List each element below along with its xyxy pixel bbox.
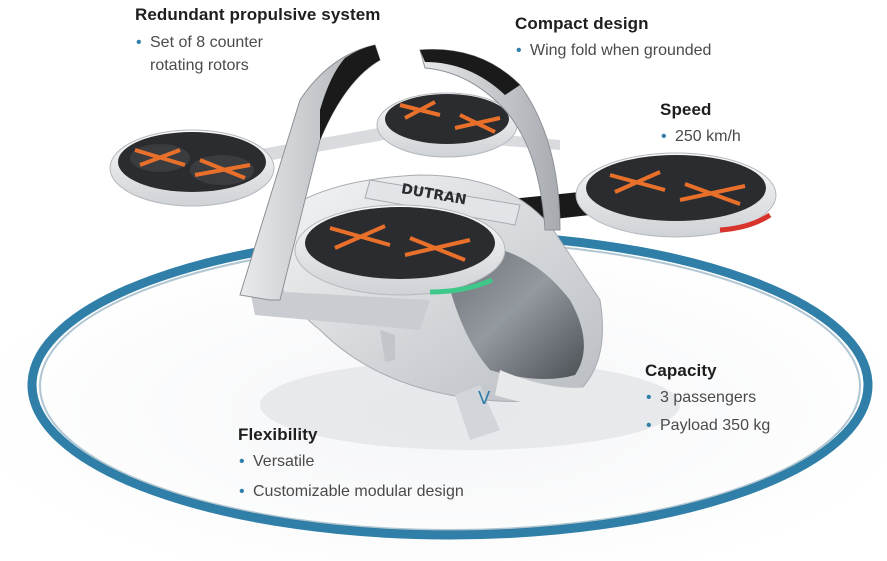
bullet-icon: • (136, 34, 142, 51)
rotor-pod-center-rear (376, 92, 518, 158)
list-item: •250 km/h (660, 126, 810, 148)
list-item: •Versatile (238, 451, 538, 473)
callout-list: •Versatile •Customizable modular design (238, 451, 538, 503)
callout-capacity: Capacity •3 passengers •Payload 350 kg (645, 361, 845, 443)
bullet-icon: • (646, 417, 652, 434)
nose-cone (495, 370, 600, 407)
bullet-icon: • (239, 483, 245, 500)
callout-flexibility: Flexibility •Versatile •Customizable mod… (238, 425, 538, 511)
side-wing (250, 290, 430, 330)
list-item: •3 passengers (645, 387, 845, 409)
bullet-icon: • (661, 128, 667, 145)
callout-compact-design: Compact design •Wing fold when grounded (515, 14, 775, 70)
arch-right-black (420, 49, 520, 95)
callout-speed: Speed •250 km/h (660, 100, 810, 156)
bullet-icon: • (516, 42, 522, 59)
list-item: •Customizable modular design (238, 481, 538, 503)
bullet-icon: • (646, 389, 652, 406)
list-item: rotating rotors (150, 57, 249, 74)
callout-propulsion: Redundant propulsive system •Set of 8 co… (135, 5, 395, 85)
arch-left-black (320, 45, 380, 140)
callout-list: •250 km/h (660, 126, 810, 148)
center-wing-beam (364, 179, 521, 226)
rotor-pod-right-rear (500, 152, 777, 238)
callout-list: •Wing fold when grounded (515, 40, 775, 62)
list-item: •Set of 8 counter (135, 31, 395, 54)
rotor-pod-front-left (294, 204, 506, 296)
nav-light-red (719, 212, 772, 233)
callout-title: Redundant propulsive system (135, 5, 381, 24)
list-item: •Wing fold when grounded (515, 40, 775, 62)
callout-title: Capacity (645, 361, 717, 380)
callout-title: Compact design (515, 14, 649, 33)
bullet-icon: • (239, 453, 245, 470)
callout-list: •Set of 8 counter rotating rotors (135, 31, 395, 77)
landing-skid-rear (380, 330, 395, 362)
landing-skid-front (455, 385, 500, 440)
list-item: •Payload 350 kg (645, 415, 845, 437)
nav-light-green (429, 277, 494, 295)
callout-title: Flexibility (238, 425, 318, 444)
callout-list: •3 passengers •Payload 350 kg (645, 387, 845, 437)
callout-title: Speed (660, 100, 712, 119)
rotor-pod-left-rear (109, 129, 275, 207)
v-logo-mark: V (478, 388, 491, 409)
